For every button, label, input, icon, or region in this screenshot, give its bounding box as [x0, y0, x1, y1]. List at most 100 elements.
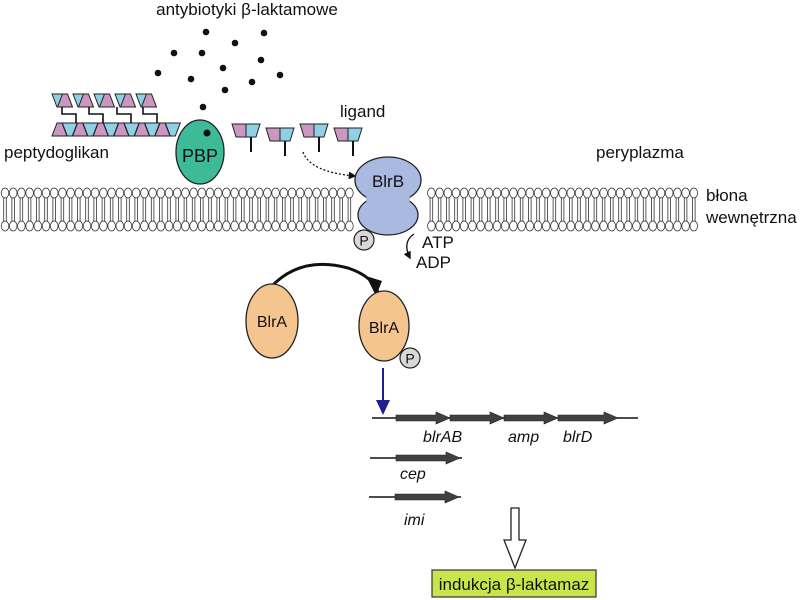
blra-phosphate: P [399, 347, 421, 369]
lipid [542, 187, 551, 232]
lipid [558, 187, 567, 232]
membrane-label-line2: wewnętrzna [705, 208, 797, 227]
lipid [131, 187, 141, 232]
lipid [345, 187, 354, 232]
lipid [607, 187, 616, 232]
periplasm-label: peryplazma [596, 143, 684, 162]
lipid [58, 187, 67, 232]
peptide-crosslink [61, 107, 77, 123]
lipid [25, 187, 34, 232]
pbp-protein [175, 119, 225, 185]
lipid [624, 187, 633, 232]
antibiotic-dot [202, 28, 210, 36]
lipid [287, 187, 297, 232]
beta-lactam-antibiotic-molecules [154, 28, 284, 111]
blrb-label: BlrB [372, 172, 404, 191]
glycan-sugar [77, 93, 95, 108]
gene-arrow [395, 411, 451, 425]
result-label: indukcja β-laktamaz [439, 575, 590, 594]
lipid [238, 187, 247, 232]
lipid [328, 187, 338, 232]
lipid [673, 187, 682, 232]
gene-arrow [503, 411, 559, 425]
lipid [246, 187, 256, 232]
lipid [591, 187, 600, 232]
gene-arrow [394, 490, 460, 504]
lipid [460, 187, 469, 232]
ligand-label: ligand [340, 102, 385, 121]
lipid [41, 187, 51, 232]
blra-right-label: BlrA [369, 320, 400, 337]
lipid [640, 187, 649, 232]
lipid [492, 187, 502, 232]
lipid [74, 187, 83, 232]
lipid [148, 187, 157, 232]
lipid [574, 187, 584, 232]
lipid [656, 187, 666, 232]
glycan-sugar [164, 122, 182, 137]
ligand-fragment [333, 127, 363, 156]
lipid [501, 187, 510, 232]
lipid [648, 187, 657, 232]
peptide-crosslink [142, 107, 158, 123]
phosphotransfer-arrowhead [366, 276, 382, 296]
lipid [205, 187, 215, 232]
lipid [8, 187, 18, 232]
inner-membrane-bilayer [0, 187, 698, 232]
lipid [230, 187, 239, 232]
induction-arrow [503, 507, 527, 570]
lipid [263, 187, 272, 232]
antibiotic-dot [221, 86, 229, 94]
blra-left-label: BlrA [257, 314, 288, 331]
lipid [665, 187, 674, 232]
lipid [320, 187, 329, 232]
lipid [213, 187, 223, 232]
lipid [443, 187, 452, 232]
lipid [197, 187, 206, 232]
pbp-label: PBP [182, 146, 218, 166]
antibiotic-dot [257, 56, 265, 64]
glycan-sugar [56, 93, 74, 108]
glycan-sugar [119, 93, 137, 108]
lipid [66, 187, 75, 232]
antibiotics-label: antybiotyki β-laktamowe [156, 0, 338, 19]
lipid [689, 187, 698, 232]
lipid [566, 187, 575, 232]
gene-label-cep: cep [400, 466, 426, 483]
gene-arrow [449, 411, 505, 425]
atp-label: ATP [422, 233, 454, 252]
lipid [107, 187, 116, 232]
antibiotic-dot [231, 39, 239, 47]
gene-label-imi: imi [404, 512, 425, 529]
lipid [0, 187, 10, 232]
peptidoglycan-layers [51, 93, 182, 137]
lipid [156, 187, 165, 232]
gene-arrow [557, 411, 619, 425]
lipid [222, 187, 231, 232]
antibiotic-dot [219, 64, 227, 72]
antibiotic-dot [198, 49, 206, 57]
antibiotic-bound-to-pbp [203, 129, 211, 137]
antibiotic-dot [170, 49, 178, 57]
membrane-label-line1: błona [706, 186, 748, 205]
ligand-fragment [265, 127, 295, 156]
lipid [99, 187, 108, 232]
lipid [550, 187, 559, 232]
lipid [681, 187, 690, 232]
lipid [172, 187, 182, 232]
blra-phosphate-label: P [405, 351, 414, 367]
adp-label: ADP [416, 253, 451, 272]
lipid [50, 187, 59, 232]
glycan-sugar [98, 93, 116, 108]
peptide-crosslink [88, 107, 104, 123]
lipid [123, 187, 133, 232]
lipid [271, 187, 280, 232]
antibiotic-dot [199, 103, 207, 111]
phosphotransfer-arrow [268, 262, 380, 293]
lipid [189, 187, 198, 232]
antibiotic-dot [248, 78, 256, 86]
lipid [164, 187, 174, 232]
blrb-sensor-protein: BlrB [354, 156, 422, 236]
ligand-fragments [231, 123, 363, 156]
antibiotic-dot [276, 71, 284, 79]
